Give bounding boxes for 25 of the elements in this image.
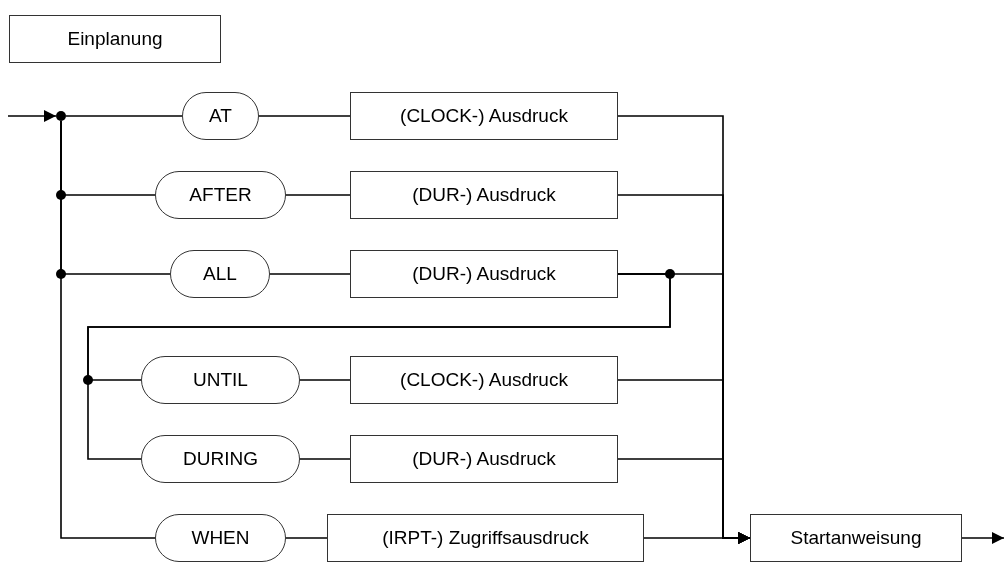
connector-line xyxy=(269,273,351,275)
syntax-box: (DUR-) Ausdruck xyxy=(350,435,618,483)
connector-line xyxy=(299,379,351,381)
connector-line xyxy=(60,120,156,539)
keyword-pill: DURING xyxy=(141,435,300,483)
syntax-box: (IRPT-) Zugriffsausdruck xyxy=(327,514,644,562)
keyword-pill: AT xyxy=(182,92,259,140)
connector-line xyxy=(643,532,751,544)
connector-line xyxy=(258,115,351,117)
syntax-box: (DUR-) Ausdruck xyxy=(350,171,618,219)
connector-line xyxy=(65,115,183,117)
keyword-pill: AFTER xyxy=(155,171,286,219)
connector-line xyxy=(961,532,1005,544)
connector-line xyxy=(285,194,351,196)
connector-line xyxy=(285,537,328,539)
syntax-box: (CLOCK-) Ausdruck xyxy=(350,356,618,404)
syntax-box: (DUR-) Ausdruck xyxy=(350,250,618,298)
connector-line xyxy=(7,110,57,122)
syntax-box: (CLOCK-) Ausdruck xyxy=(350,92,618,140)
keyword-pill: WHEN xyxy=(155,514,286,562)
keyword-pill: ALL xyxy=(170,250,270,298)
syntax-box: Einplanung xyxy=(9,15,221,63)
keyword-pill: UNTIL xyxy=(141,356,300,404)
connector-line xyxy=(299,458,351,460)
syntax-box: Startanweisung xyxy=(750,514,962,562)
